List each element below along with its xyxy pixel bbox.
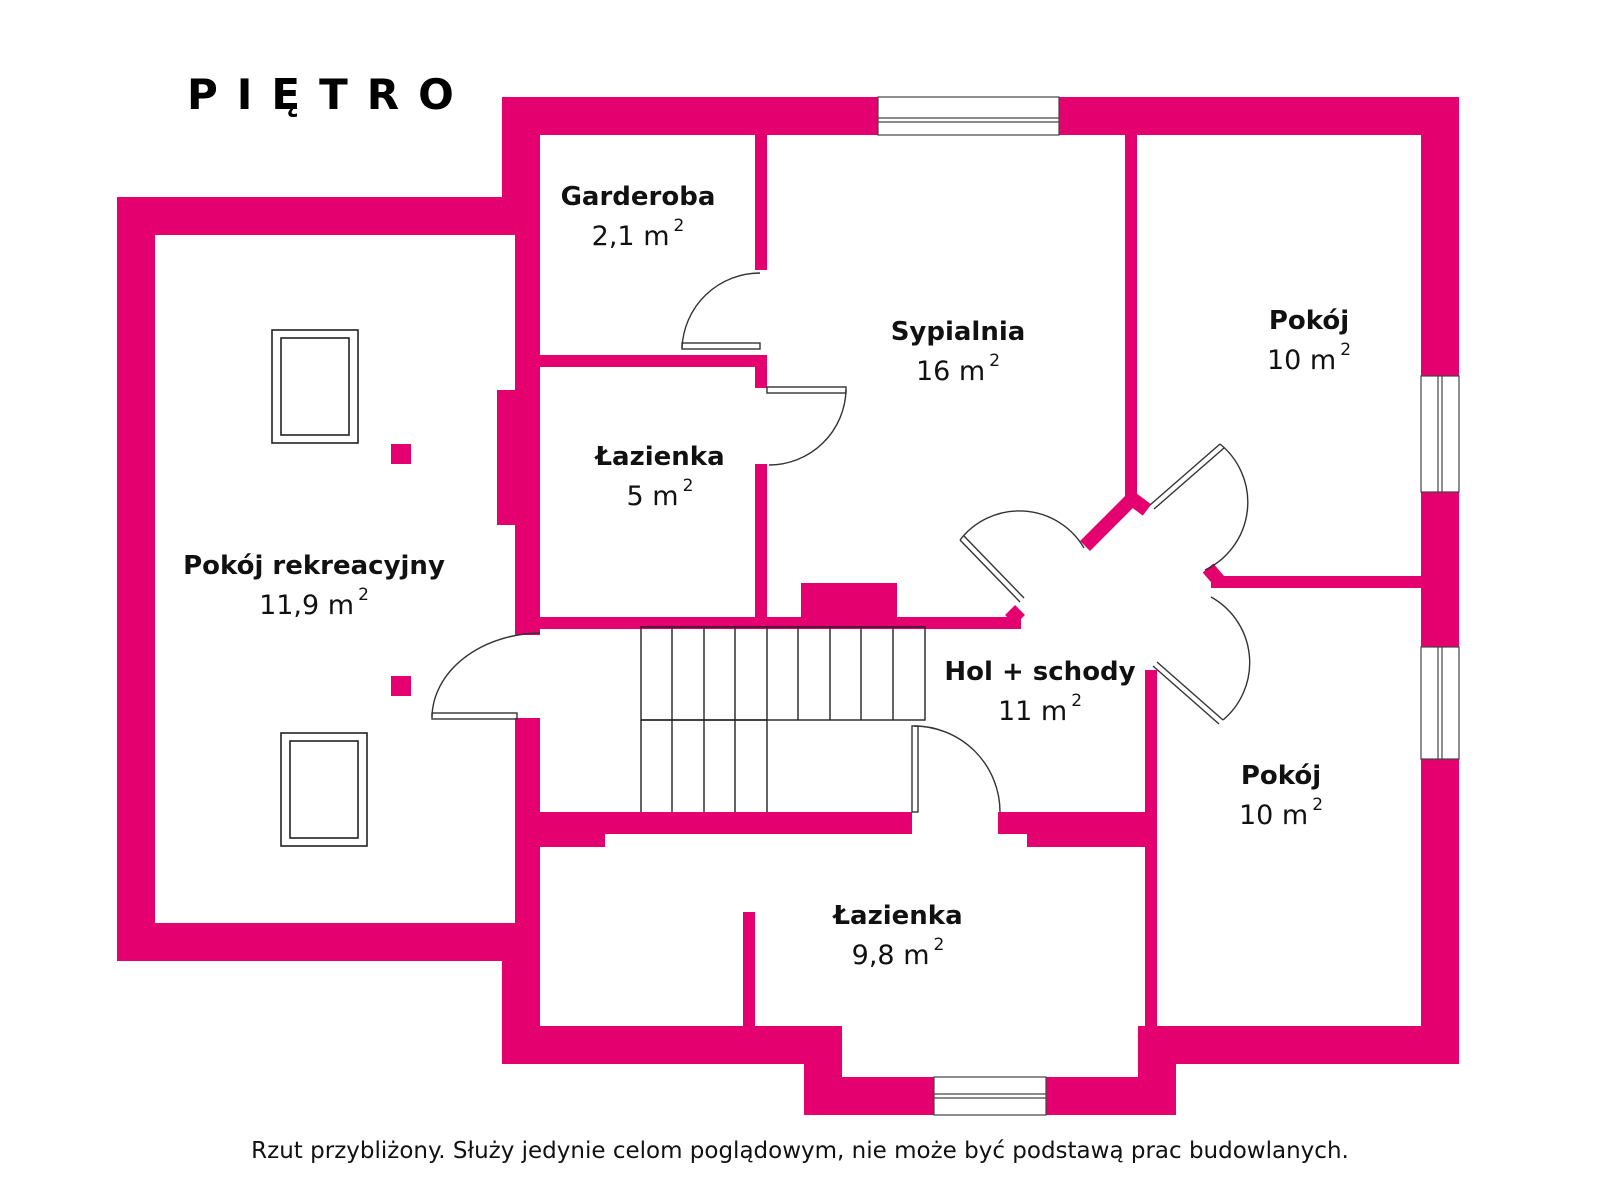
wall bbox=[1059, 97, 1459, 135]
wall bbox=[1145, 670, 1157, 1026]
wall bbox=[755, 464, 767, 629]
skylight bbox=[280, 732, 368, 847]
door-leaf bbox=[766, 386, 847, 394]
wall bbox=[743, 912, 755, 1026]
wall bbox=[515, 235, 540, 390]
door bbox=[431, 632, 541, 718]
skylight bbox=[271, 329, 359, 444]
wall bbox=[540, 355, 767, 367]
wall bbox=[801, 583, 897, 629]
room-name: Pokój bbox=[1240, 761, 1322, 791]
wall bbox=[515, 718, 540, 923]
wall bbox=[1125, 135, 1137, 498]
wall bbox=[1421, 97, 1459, 376]
column bbox=[391, 676, 411, 696]
window bbox=[1420, 646, 1460, 760]
wall bbox=[755, 355, 767, 388]
wall bbox=[117, 197, 155, 961]
door bbox=[1210, 596, 1251, 721]
wall bbox=[1080, 493, 1138, 551]
room-name: Pokój bbox=[1268, 306, 1350, 336]
wall bbox=[1138, 1026, 1459, 1064]
doors bbox=[431, 272, 1251, 813]
window bbox=[877, 96, 1060, 136]
room-name: Łazienka bbox=[595, 442, 725, 472]
wall bbox=[1421, 492, 1459, 647]
wall bbox=[515, 525, 540, 635]
wall bbox=[117, 197, 529, 235]
wall bbox=[1421, 759, 1459, 1064]
wall bbox=[540, 812, 605, 847]
skylight bbox=[280, 337, 350, 436]
wall bbox=[1005, 605, 1025, 625]
door bbox=[959, 510, 1085, 549]
wall bbox=[497, 390, 540, 525]
wall bbox=[1126, 492, 1152, 516]
door-leaf bbox=[431, 712, 518, 720]
stairs bbox=[640, 626, 926, 812]
window bbox=[1420, 375, 1460, 493]
column bbox=[391, 444, 411, 464]
room-name: Pokój rekreacyjny bbox=[183, 551, 445, 581]
door bbox=[1204, 443, 1249, 571]
door bbox=[913, 725, 1001, 813]
windows bbox=[877, 96, 1460, 1116]
wall bbox=[804, 1077, 934, 1115]
room-name: Garderoba bbox=[560, 182, 716, 212]
wall bbox=[502, 1026, 842, 1064]
wall bbox=[540, 812, 912, 834]
wall bbox=[502, 97, 878, 135]
skylight bbox=[289, 740, 359, 839]
disclaimer: Rzut przybliżony. Służy jedynie celom po… bbox=[251, 1138, 1349, 1164]
wall bbox=[117, 923, 540, 961]
walls bbox=[117, 97, 1459, 1115]
door bbox=[681, 272, 761, 349]
wall bbox=[540, 617, 1021, 629]
door-leaf bbox=[681, 342, 761, 350]
wall bbox=[755, 135, 767, 270]
wall bbox=[1211, 576, 1421, 588]
door bbox=[768, 389, 847, 466]
wall bbox=[1046, 1077, 1176, 1115]
room-name: Sypialnia bbox=[890, 317, 1026, 347]
wall bbox=[1027, 812, 1145, 847]
floor-title: PIĘTRO bbox=[187, 70, 473, 119]
door-leaf bbox=[911, 725, 919, 813]
room-name: Hol + schody bbox=[944, 657, 1136, 687]
skylights bbox=[271, 329, 368, 847]
window bbox=[933, 1076, 1047, 1116]
room-name: Łazienka bbox=[833, 901, 963, 931]
